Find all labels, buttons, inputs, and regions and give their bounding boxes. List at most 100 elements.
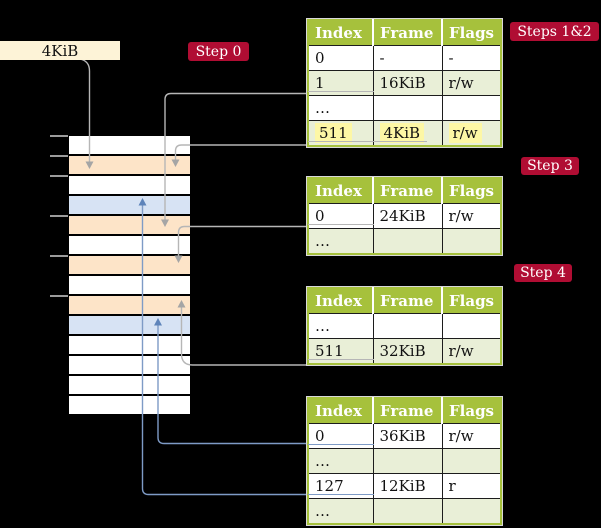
table-cell: r/w	[441, 423, 502, 449]
table-cell	[372, 498, 443, 524]
table-cell: …	[307, 498, 374, 524]
memory-row-plain	[69, 336, 190, 356]
column-header-index: Index	[308, 288, 374, 314]
table-row: …	[307, 448, 502, 474]
badge-step-0: Step 0	[188, 42, 249, 61]
table-cell	[372, 228, 443, 254]
column-header-index: Index	[308, 398, 374, 424]
table-cell: -	[372, 45, 443, 71]
pointer-underline	[308, 224, 374, 225]
address-tick	[50, 175, 68, 177]
column-header-flags: Flags	[442, 398, 501, 424]
table-cell	[441, 228, 502, 254]
badge-steps-1-2: Steps 1&2	[510, 22, 599, 41]
table-cell: 127	[307, 473, 374, 499]
table-cell: 511	[307, 338, 374, 364]
column-header-frame: Frame	[373, 288, 443, 314]
table-cell: 1	[307, 70, 374, 96]
table-cell: r	[441, 473, 502, 499]
memory-row-blue	[69, 196, 190, 216]
table-cell: 16KiB	[372, 70, 443, 96]
table-cell: 0	[307, 203, 374, 229]
table-cell: r/w	[441, 203, 502, 229]
pointer-underline	[308, 358, 374, 360]
table-cell: 4KiB	[372, 120, 443, 146]
column-header-index: Index	[308, 178, 374, 204]
table-cell: r/w	[441, 70, 502, 96]
table-cell: …	[307, 448, 374, 474]
column-header-flags: Flags	[442, 178, 501, 204]
table-cell: 511	[307, 120, 374, 146]
table-cell: r/w	[441, 120, 502, 146]
badge-step-3: Step 3	[521, 157, 579, 175]
memory-row-plain	[69, 276, 190, 296]
memory-row-plain	[69, 136, 190, 156]
table-cell: 0	[307, 45, 374, 71]
badge-step-4: Step 4	[514, 264, 572, 282]
table-cell	[372, 448, 443, 474]
table-cell: -	[441, 45, 502, 71]
pointer-underline	[308, 444, 374, 445]
memory-row-blue	[69, 316, 190, 336]
column-header-flags: Flags	[442, 288, 501, 314]
highlighted-value: r/w	[448, 122, 482, 143]
memory-row-plain	[69, 356, 190, 376]
table-row: …	[307, 498, 502, 524]
column-header-index: Index	[308, 20, 374, 46]
memory-row-plain	[69, 236, 190, 256]
table-cell: r/w	[441, 338, 502, 364]
table-cell: 36KiB	[372, 423, 443, 449]
memory-row-orange	[69, 156, 190, 176]
address-tick	[50, 135, 68, 137]
table-row: …	[307, 228, 502, 254]
pointer-underline	[372, 140, 427, 142]
root-table-address-label: 4KiB	[0, 41, 120, 60]
table-cell	[372, 313, 443, 339]
column-header-frame: Frame	[373, 20, 443, 46]
table-row: …	[307, 95, 502, 121]
memory-row-orange	[69, 256, 190, 276]
column-header-flags: Flags	[442, 20, 501, 46]
table-cell: 12KiB	[372, 473, 443, 499]
column-header-frame: Frame	[373, 178, 443, 204]
pointer-underline	[308, 140, 374, 142]
t1-entry511-pointer-arrow	[174, 144, 420, 160]
table-row: …	[307, 313, 502, 339]
memory-row-orange	[69, 216, 190, 236]
table-cell	[441, 448, 502, 474]
table-row: 0--	[307, 45, 502, 71]
table-cell: …	[307, 313, 374, 339]
table-cell: 32KiB	[372, 338, 443, 364]
table-cell: …	[307, 228, 374, 254]
table-cell: 0	[307, 423, 374, 449]
address-tick	[50, 255, 68, 257]
memory-row-plain	[69, 176, 190, 196]
address-tick	[50, 295, 68, 297]
table-cell	[441, 498, 502, 524]
root-table-address-text: 4KiB	[41, 41, 79, 60]
table-cell	[441, 95, 502, 121]
address-tick	[50, 215, 68, 217]
memory-row-plain	[69, 396, 190, 416]
physical-memory-column	[69, 134, 190, 416]
column-header-frame: Frame	[373, 398, 443, 424]
pointer-underline	[308, 494, 374, 495]
memory-row-orange	[69, 296, 190, 316]
table-cell	[372, 95, 443, 121]
pointer-underline	[308, 91, 374, 92]
memory-row-plain	[69, 376, 190, 396]
